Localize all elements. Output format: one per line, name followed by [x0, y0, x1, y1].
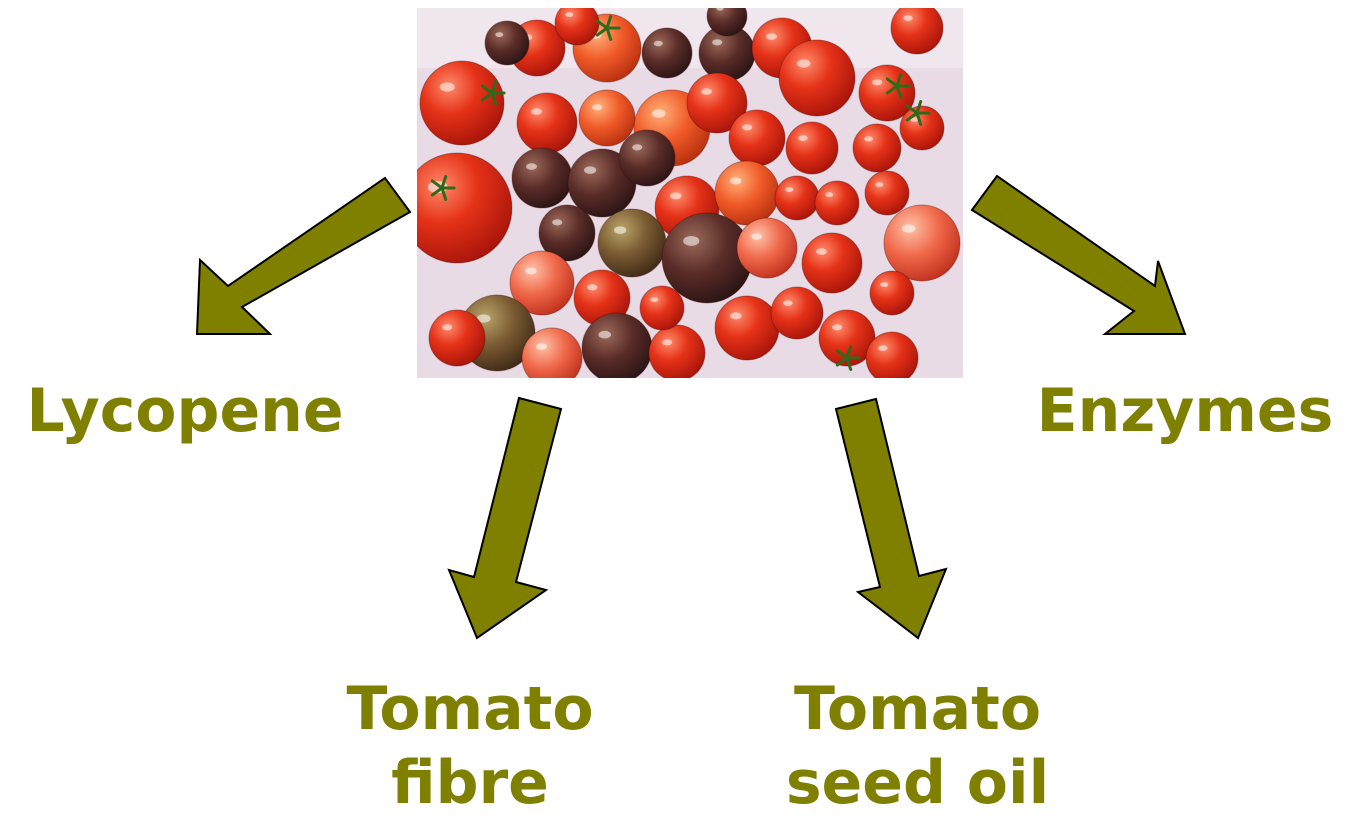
label-lycopene-line-1: Lycopene	[10, 374, 360, 448]
label-enzymes: Enzymes	[1020, 374, 1350, 448]
arrow-to-enzymes	[972, 176, 1185, 334]
label-tomato-seed-oil-line-2: seed oil	[745, 746, 1090, 820]
arrow-to-seed-oil	[836, 399, 946, 638]
label-tomato-seed-oil: Tomato seed oil	[745, 672, 1090, 820]
arrow-to-fibre	[449, 398, 561, 638]
label-tomato-fibre: Tomato fibre	[310, 672, 630, 820]
label-lycopene: Lycopene	[10, 374, 360, 448]
label-tomato-fibre-line-2: fibre	[310, 746, 630, 820]
arrow-to-lycopene	[197, 178, 410, 334]
label-tomato-fibre-line-1: Tomato	[310, 672, 630, 746]
label-enzymes-line-1: Enzymes	[1020, 374, 1350, 448]
label-tomato-seed-oil-line-1: Tomato	[745, 672, 1090, 746]
